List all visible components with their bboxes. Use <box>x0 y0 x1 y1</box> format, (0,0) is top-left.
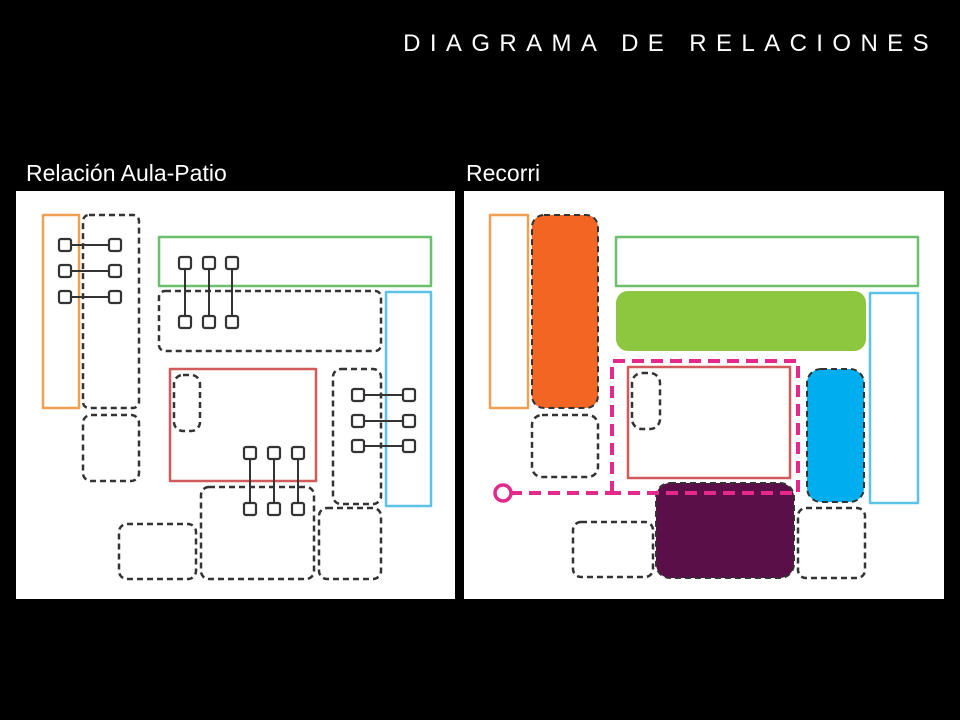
dashed-zone <box>796 506 867 580</box>
dashed-zone <box>317 506 383 581</box>
recorrido-panel <box>464 191 944 599</box>
cyan-filled-zone <box>806 368 865 503</box>
purple-filled-zone <box>655 482 795 579</box>
connector-node <box>290 445 306 461</box>
connector-node <box>107 263 123 279</box>
connector-node <box>201 255 217 271</box>
connector-node <box>401 438 417 454</box>
connector-node <box>350 438 366 454</box>
green-zone <box>614 235 920 288</box>
connector-node <box>57 263 73 279</box>
connector-node <box>224 255 240 271</box>
aula-patio-diagram <box>41 213 433 581</box>
blue-zone <box>868 291 920 505</box>
red-zone <box>168 367 318 483</box>
green-zone <box>157 235 433 288</box>
circulation-path <box>610 359 800 495</box>
connector-node <box>350 413 366 429</box>
connector-node <box>224 314 240 330</box>
aula-patio-panel <box>16 191 455 599</box>
dashed-zone <box>331 367 383 506</box>
orange-zone <box>488 213 530 410</box>
connector-node <box>242 501 258 517</box>
connector-node <box>401 387 417 403</box>
connector-node <box>177 255 193 271</box>
blue-zone <box>384 290 433 508</box>
orange-zone <box>41 213 81 410</box>
page-title: DIAGRAMA DE RELACIONES <box>403 30 938 57</box>
dashed-zone <box>81 213 141 410</box>
dashed-zone <box>157 289 383 353</box>
connector-node <box>201 314 217 330</box>
connector-node <box>401 413 417 429</box>
connector-node <box>350 387 366 403</box>
connector-node <box>57 289 73 305</box>
dashed-zone <box>530 413 600 479</box>
red-zone <box>626 365 792 480</box>
dashed-zone <box>571 520 655 579</box>
panel-1-caption: Relación Aula-Patio <box>26 160 227 186</box>
connector-node <box>107 289 123 305</box>
connector-node <box>107 237 123 253</box>
lime-filled-zone <box>616 291 866 351</box>
connector-node <box>266 501 282 517</box>
dashed-zone <box>630 371 662 431</box>
dashed-zone <box>172 373 202 433</box>
recorrido-diagram <box>488 213 920 580</box>
dashed-zone <box>117 522 198 581</box>
dashed-zone <box>81 413 141 483</box>
route-start-icon <box>493 483 513 503</box>
orange-filled-zone <box>531 214 599 409</box>
connector-node <box>266 445 282 461</box>
connector-node <box>290 501 306 517</box>
dashed-zone <box>199 485 316 581</box>
connector-node <box>57 237 73 253</box>
panel-2-caption: Recorri <box>466 160 541 186</box>
connector-node <box>242 445 258 461</box>
connector-node <box>177 314 193 330</box>
